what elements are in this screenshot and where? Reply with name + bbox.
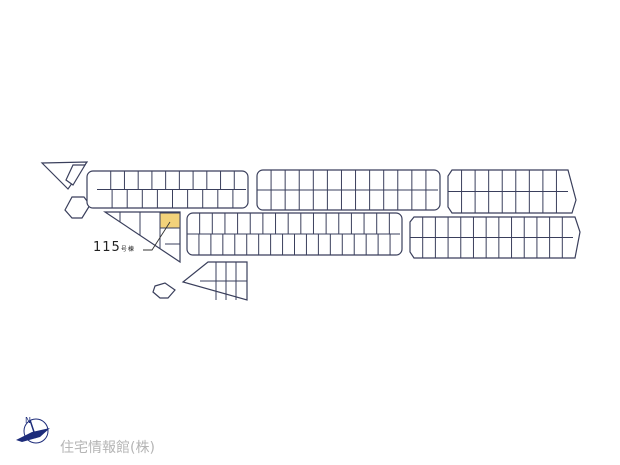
lot-number-label: 115号棟 bbox=[93, 240, 135, 255]
block-small-hexagon bbox=[64, 196, 91, 219]
credit-text: 住宅情報館(株) bbox=[60, 440, 155, 456]
block-small-strip bbox=[65, 164, 87, 186]
block-small-lower bbox=[152, 282, 176, 299]
lot-number: 115 bbox=[93, 240, 121, 255]
lot-115-highlight bbox=[159, 212, 181, 229]
north-arrow-icon: N bbox=[16, 416, 50, 444]
svg-text:N: N bbox=[25, 416, 31, 425]
lot-suffix: 号棟 bbox=[120, 246, 135, 253]
lot-115-leader-line bbox=[143, 221, 171, 251]
